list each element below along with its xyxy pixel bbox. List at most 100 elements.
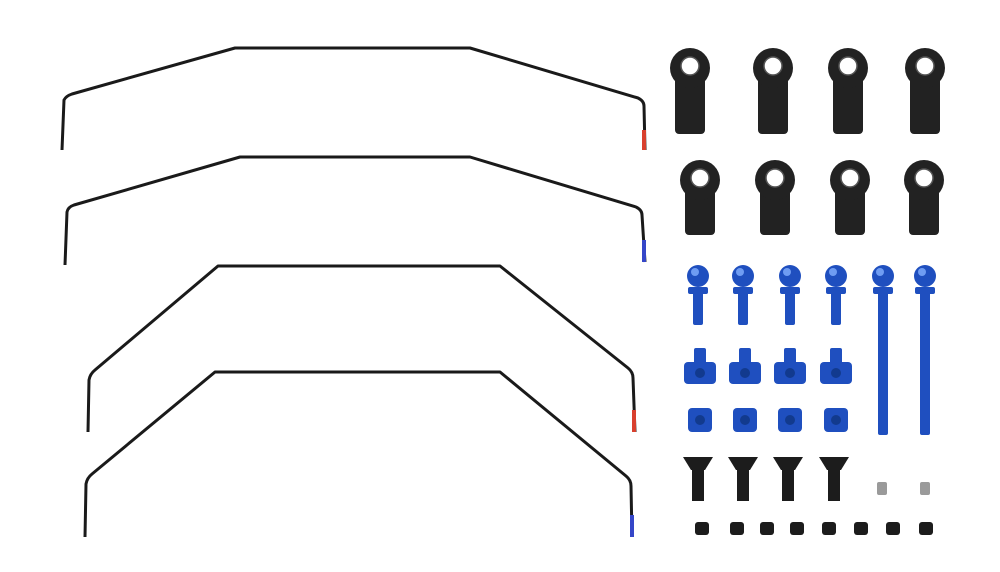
- rod-end: [680, 160, 720, 235]
- grub-screw: [919, 522, 933, 535]
- rod-end: [904, 160, 944, 235]
- sway-bars: [60, 46, 647, 538]
- rod-end: [755, 160, 795, 235]
- ball-stud-ball: [825, 265, 847, 287]
- set-screw-silver: [877, 482, 887, 495]
- screw-thread: [737, 469, 749, 501]
- rod-end: [830, 160, 870, 235]
- ball-stud-ball: [732, 265, 754, 287]
- ball-stud-shaft: [831, 287, 841, 325]
- stopper: [684, 348, 716, 384]
- sway-bar-wire: [63, 155, 647, 266]
- grub-screw: [695, 522, 709, 535]
- rod-end-hole: [766, 169, 784, 187]
- screw-thread: [828, 469, 840, 501]
- countersunk-screw: [773, 457, 803, 501]
- rod-end-hole: [841, 169, 859, 187]
- ball-stud: [825, 265, 847, 325]
- rod-end: [905, 48, 945, 134]
- rod-end-hole-rim: [763, 56, 783, 76]
- stopper-hole: [695, 368, 705, 378]
- rod-end-hole-rim: [680, 56, 700, 76]
- ball-stud: [732, 265, 754, 325]
- rod-end: [828, 48, 868, 134]
- ball-stud-shaft: [738, 287, 748, 325]
- stopper: [729, 348, 761, 384]
- small-stopper-hole: [740, 415, 750, 425]
- stopper: [820, 348, 852, 384]
- rod-end-hole-rim: [915, 56, 935, 76]
- aluminum-stoppers: [684, 348, 852, 432]
- stopper-hole: [740, 368, 750, 378]
- sway-bar-wire: [83, 370, 634, 538]
- ball-stud-shaft: [878, 287, 888, 435]
- ball-stud-shaft: [785, 287, 795, 325]
- stopper-set-screw-boss: [694, 348, 706, 364]
- ball-stud-ball: [872, 265, 894, 287]
- ball-stud-ball: [914, 265, 936, 287]
- screw-head: [683, 457, 713, 470]
- ball-stud: [872, 265, 894, 435]
- screw-thread: [692, 469, 704, 501]
- small-stopper-hole: [831, 415, 841, 425]
- ball-stud-shaft: [693, 287, 703, 325]
- ball-stud: [687, 265, 709, 325]
- ball-stud-flange: [873, 287, 893, 294]
- sway-bar: [63, 155, 647, 266]
- rod-end-hole-rim: [765, 168, 785, 188]
- ball-stud-highlight: [691, 268, 699, 276]
- small-stopper: [688, 408, 712, 432]
- sway-bar-wire: [86, 264, 637, 433]
- small-stopper: [778, 408, 802, 432]
- sway-bar-wire: [60, 46, 647, 151]
- small-stopper-hole: [695, 415, 705, 425]
- grub-screw: [730, 522, 744, 535]
- ball-studs: [687, 265, 936, 435]
- ball-stud-highlight: [736, 268, 744, 276]
- rod-end: [670, 48, 710, 134]
- ball-stud-ball: [687, 265, 709, 287]
- set-screw-silver: [920, 482, 930, 495]
- stopper-hole: [785, 368, 795, 378]
- ball-stud-flange: [780, 287, 800, 294]
- rod-end-hole: [839, 57, 857, 75]
- grub-screw: [854, 522, 868, 535]
- sway-bar: [83, 370, 634, 538]
- ball-stud-shaft: [920, 287, 930, 435]
- ball-stud-ball: [779, 265, 801, 287]
- countersunk-screw: [683, 457, 713, 501]
- ball-stud: [914, 265, 936, 435]
- screw-thread: [782, 469, 794, 501]
- ball-stud-highlight: [829, 268, 837, 276]
- rod-end-hole-rim: [838, 56, 858, 76]
- rod-end-hole: [764, 57, 782, 75]
- stopper: [774, 348, 806, 384]
- grub-screw: [886, 522, 900, 535]
- ball-stud-flange: [688, 287, 708, 294]
- screw-head: [728, 457, 758, 470]
- screw-head: [819, 457, 849, 470]
- countersunk-screw: [819, 457, 849, 501]
- rod-end: [753, 48, 793, 134]
- stopper-set-screw-boss: [830, 348, 842, 364]
- rod-end-hole: [691, 169, 709, 187]
- small-stopper-hole: [785, 415, 795, 425]
- ball-stud-flange: [915, 287, 935, 294]
- rod-end-hole-rim: [840, 168, 860, 188]
- screws: [683, 457, 933, 535]
- rod-end-hole: [916, 57, 934, 75]
- ball-stud-highlight: [783, 268, 791, 276]
- ball-stud-flange: [826, 287, 846, 294]
- grub-screw: [760, 522, 774, 535]
- ball-stud-highlight: [876, 268, 884, 276]
- small-stopper: [824, 408, 848, 432]
- stopper-set-screw-boss: [739, 348, 751, 364]
- grub-screw: [790, 522, 804, 535]
- small-stopper: [733, 408, 757, 432]
- countersunk-screw: [728, 457, 758, 501]
- ball-stud-flange: [733, 287, 753, 294]
- rod-ends: [670, 48, 945, 235]
- sway-bar: [86, 264, 637, 433]
- stopper-set-screw-boss: [784, 348, 796, 364]
